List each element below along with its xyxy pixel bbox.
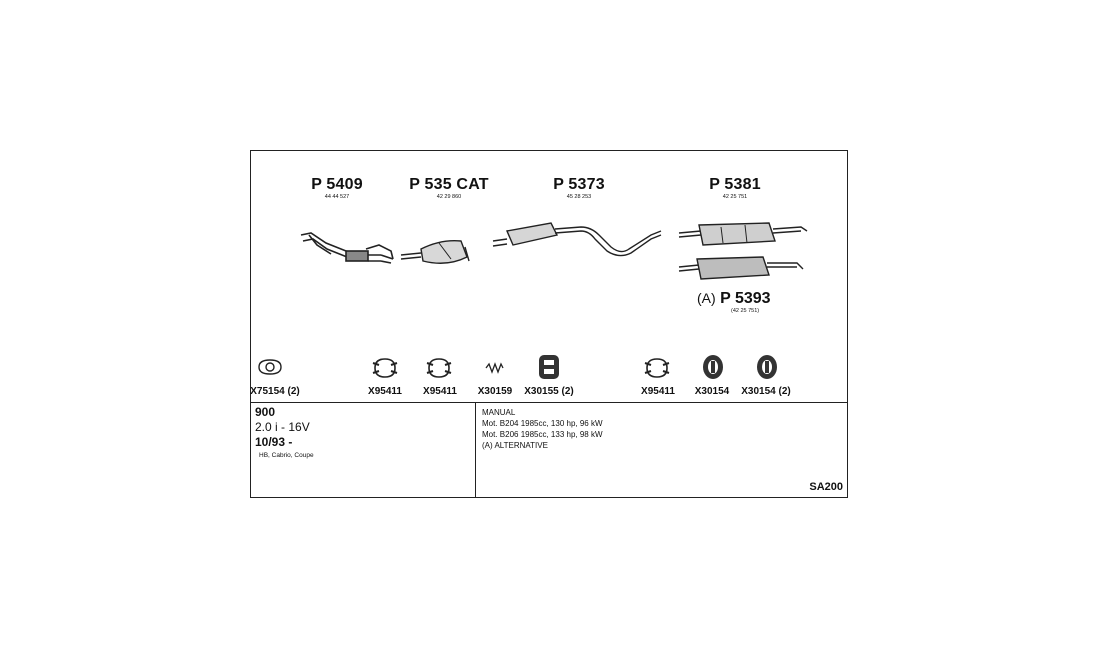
- diagram-reference: SA200: [809, 481, 843, 493]
- clamp-icon: [644, 358, 670, 378]
- part-code: P 5409: [311, 176, 363, 193]
- accessory-label: X30154: [694, 386, 730, 397]
- divider-vertical: [475, 402, 476, 497]
- accessory-label: X30155 (2): [524, 386, 574, 397]
- accessory-label: X95411: [641, 386, 675, 397]
- part-label-middle-silencer: P 5373 45 28 253: [553, 176, 605, 200]
- front-pipe-drawing: [300, 232, 394, 264]
- accessory-label: X30154 (2): [741, 386, 791, 397]
- diagram-frame: P 5409 44 44 527 P 535 CAT 42 29 860 P 5…: [250, 150, 848, 498]
- part-oem-number: 45 28 253: [566, 194, 592, 200]
- part-code: P 535 CAT: [409, 176, 489, 193]
- vehicle-body-types: HB, Cabrio, Coupe: [259, 452, 314, 459]
- vehicle-engine: 2.0 i - 16V: [255, 420, 310, 434]
- accessory-label: X95411: [423, 386, 457, 397]
- part-code: P 5373: [553, 176, 605, 193]
- notes-panel: MANUAL Mot. B204 1985cc, 130 hp, 96 kW M…: [482, 407, 603, 451]
- part-label-rear-silencer: P 5381 42 25 751: [709, 176, 761, 200]
- alternative-prefix: (A): [697, 290, 716, 306]
- note-line: MANUAL: [482, 408, 516, 417]
- rear-silencer-drawing: [678, 222, 808, 246]
- part-code: P 5393: [720, 290, 771, 307]
- exhaust-diagram: [300, 222, 808, 280]
- accessory-label: X95411: [368, 386, 402, 397]
- note-line: Mot. B204 1985cc, 130 hp, 96 kW: [482, 419, 603, 428]
- vehicle-date: 10/93 -: [255, 435, 293, 449]
- part-label-catalytic-converter: P 535 CAT 42 29 860: [409, 176, 488, 200]
- alt-rear-silencer-drawing: [678, 256, 804, 280]
- part-label-front-pipe: P 5409 44 44 527: [311, 176, 363, 200]
- rubber-ring-icon: [703, 355, 723, 379]
- vehicle-info: 900 2.0 i - 16V 10/93 - HB, Cabrio, Coup…: [255, 405, 314, 459]
- rubber-mount-icon: [539, 355, 559, 379]
- accessory-label: X75154 (2): [250, 386, 300, 397]
- part-oem-number: 42 29 860: [436, 194, 462, 200]
- accessory-label: X30159: [477, 386, 513, 397]
- rubber-ring-icon: [757, 355, 777, 379]
- part-oem-number: 44 44 527: [324, 194, 350, 200]
- part-code: P 5381: [709, 176, 761, 193]
- part-oem-number: 42 25 751: [722, 194, 748, 200]
- catalytic-converter-drawing: [400, 239, 470, 264]
- vehicle-model: 900: [255, 405, 276, 419]
- divider-horizontal: [251, 402, 847, 403]
- gasket-icon: [258, 359, 282, 375]
- clamp-icon: [426, 358, 452, 378]
- clamp-icon: [372, 358, 398, 378]
- note-line: (A) ALTERNATIVE: [482, 441, 548, 450]
- note-line: Mot. B206 1985cc, 133 hp, 98 kW: [482, 430, 603, 439]
- spring-icon: [485, 362, 504, 374]
- part-oem-number: (42 25 751): [731, 308, 760, 314]
- alternative-part-label: (A) P 5393 (42 25 751): [697, 290, 771, 314]
- middle-silencer-drawing: [492, 222, 662, 257]
